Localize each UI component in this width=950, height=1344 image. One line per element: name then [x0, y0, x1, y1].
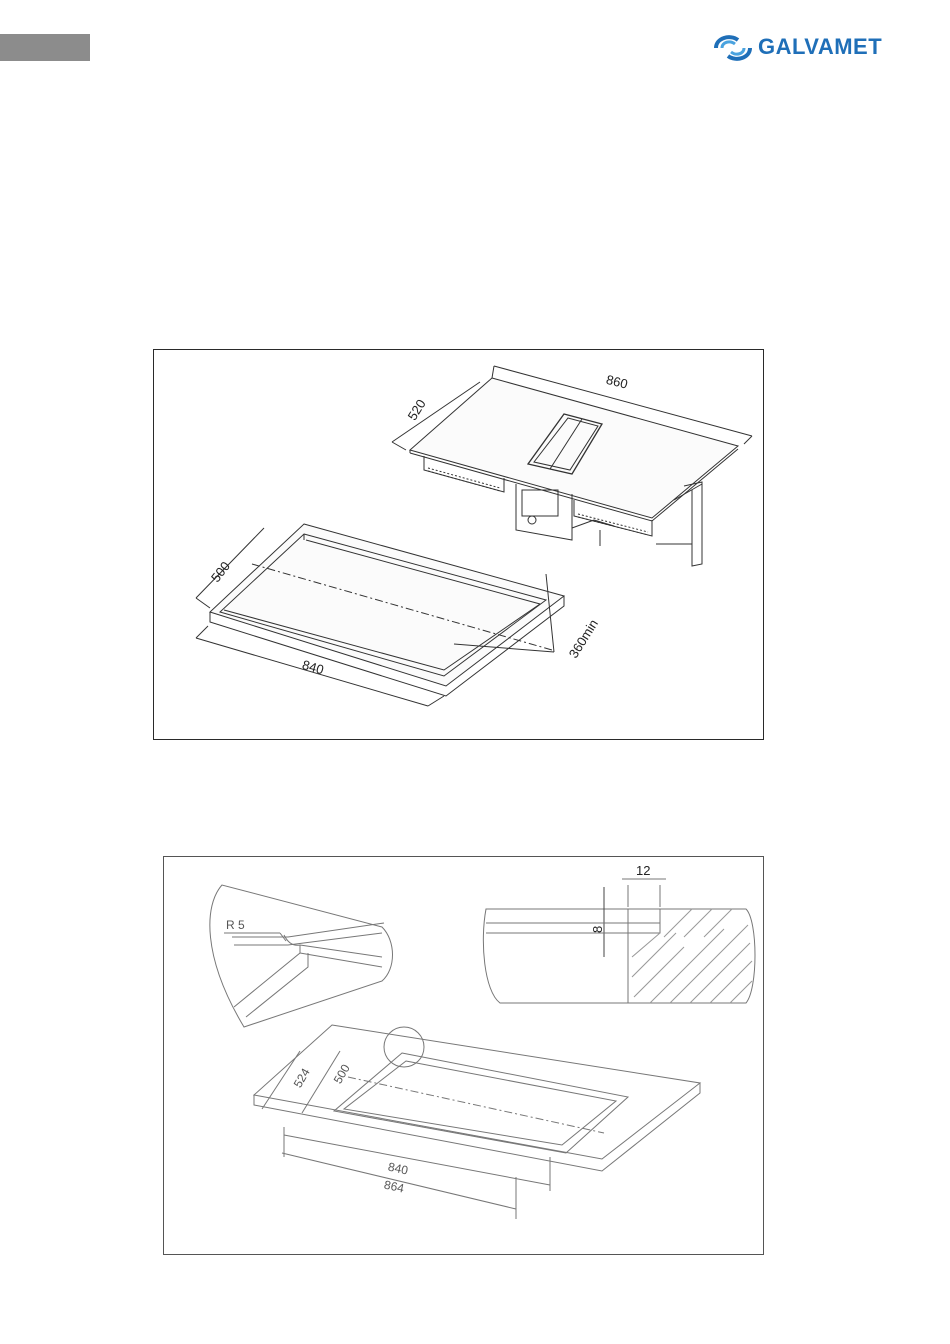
dim-min-depth: 360min [566, 617, 601, 661]
galvamet-swirl-icon [708, 30, 758, 66]
dim-outer-width: 864 [383, 1178, 406, 1196]
dim-cutout-width: 840 [301, 657, 326, 677]
dim-hob-width: 860 [605, 372, 630, 392]
cutout-detail-diagram: R 5 12 8 524 500 840 864 [163, 856, 764, 1255]
galvamet-logo: GALVAMET [708, 30, 908, 66]
installation-diagram: 520 860 500 840 360min [153, 349, 764, 740]
rear-bracket [684, 482, 702, 566]
cutout-frame [210, 524, 564, 686]
cutout-detail-drawing: R 5 12 8 524 500 840 864 [164, 857, 763, 1254]
worktop [254, 1025, 700, 1159]
corner-detail-outline [210, 885, 393, 1027]
dim-inner-width: 840 [387, 1160, 410, 1178]
dim-height: 8 [590, 926, 605, 933]
radius-label: R 5 [226, 918, 245, 932]
hob-top-plate [410, 378, 738, 518]
section-tab-marker [0, 34, 90, 61]
dim-step: 12 [636, 863, 650, 878]
dim-cutout-depth: 500 [208, 559, 233, 585]
brand-name: GALVAMET [758, 34, 882, 60]
installation-diagram-drawing: 520 860 500 840 360min [154, 350, 763, 739]
